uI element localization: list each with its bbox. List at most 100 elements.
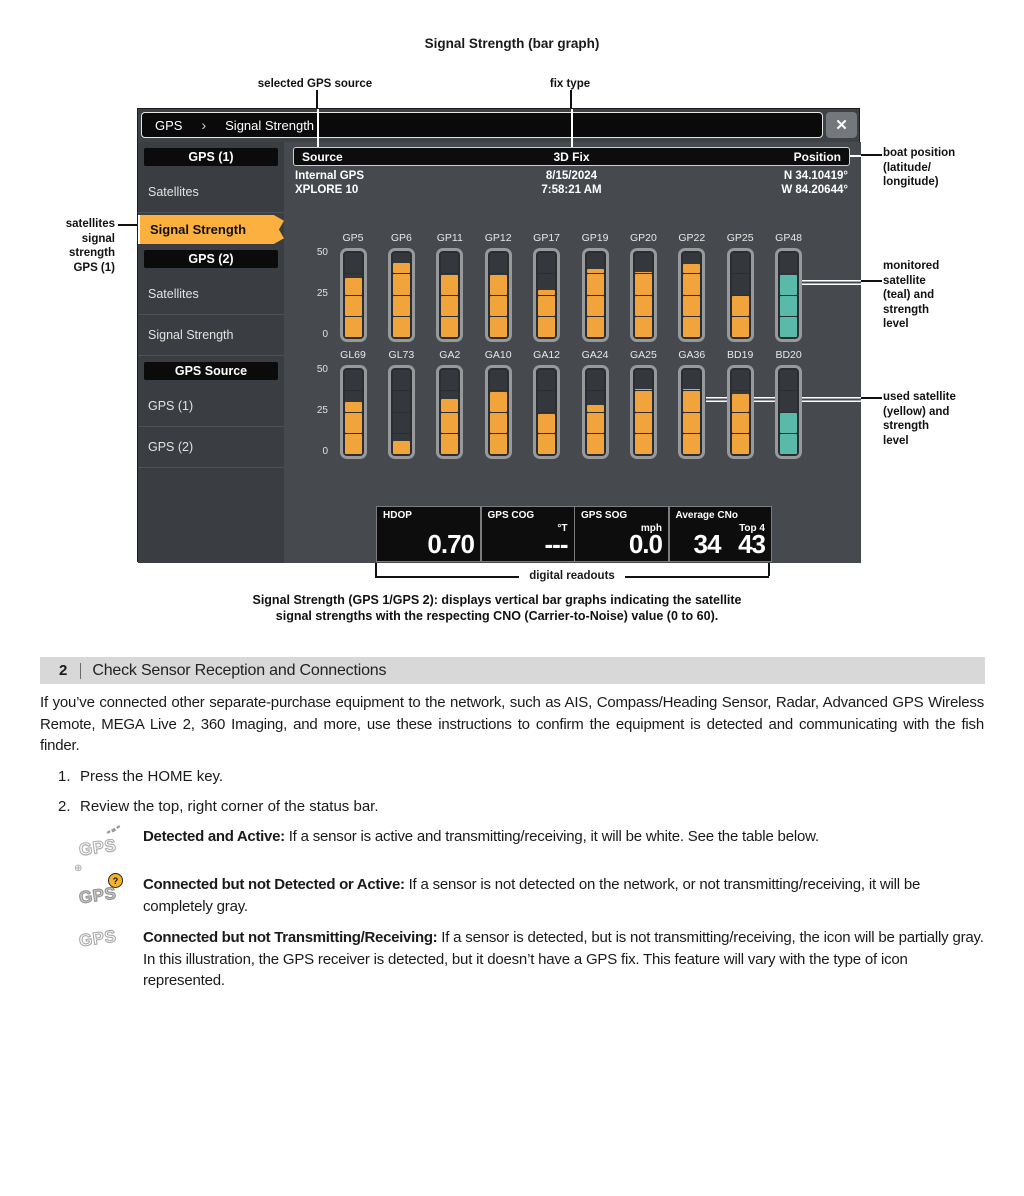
readout-unit: °T: [557, 523, 568, 534]
figure-caption: Signal Strength (GPS 1/GPS 2): displays …: [252, 593, 742, 623]
callout-line: [861, 154, 882, 156]
signal-bar: [436, 248, 464, 342]
satellite-label: GP17: [533, 232, 561, 244]
sidebar-item-satellites[interactable]: Satellites: [138, 172, 284, 213]
gps-icon-text: GPS: [77, 835, 118, 860]
readout-average-value: 34: [693, 529, 722, 559]
axis-tick-0: 0: [322, 446, 328, 457]
step-1: 1. Press the HOME key.: [58, 768, 958, 785]
sidebar-item-signal-strength[interactable]: Signal Strength: [138, 215, 284, 244]
figure-title: Signal Strength (bar graph): [424, 36, 600, 51]
sensor-state-label: Connected but not Detected or Active:: [143, 876, 405, 893]
readout-label: GPS COG: [487, 510, 535, 521]
satellite-label: GP11: [436, 232, 463, 244]
sidebar-item-signal-strength[interactable]: Signal Strength: [138, 315, 284, 356]
section-heading: 2 Check Sensor Reception and Connections: [40, 657, 985, 684]
satellite-label: GA12: [533, 349, 561, 361]
position-value: N 34.10419°W 84.20644°: [781, 170, 848, 196]
gps-not-detected-icon: GPS ?: [75, 873, 125, 918]
gps-not-transmitting-icon: GPS: [75, 926, 125, 971]
breadcrumb-current: Signal Strength: [225, 117, 315, 133]
readout-label: Average CNo: [675, 510, 738, 521]
satellite-label: BD19: [727, 349, 754, 361]
satellite-label: GA10: [484, 349, 512, 361]
callout-line: [850, 155, 861, 157]
close-button[interactable]: ✕: [826, 112, 857, 138]
sidebar-item-gps-2[interactable]: GPS (2): [138, 427, 284, 468]
callout-fix-type: fix type: [549, 78, 591, 90]
satellite-bar-ga36: GA36: [677, 349, 707, 459]
sidebar-section-gps-source: GPS Source: [144, 362, 278, 380]
fishfinder-screenshot: GPS › Signal Strength ✕ GPS (1) Satellite…: [137, 108, 861, 563]
step-text: Review the top, right corner of the stat…: [80, 798, 379, 815]
satellite-bar-gp48: GP48: [774, 232, 804, 342]
fix-type-label: 3D Fix: [553, 149, 590, 164]
close-icon: ✕: [835, 117, 848, 134]
satellite-bar-gp17: GP17: [532, 232, 562, 342]
intro-paragraph: If you’ve connected other separate-purch…: [40, 694, 984, 754]
axis-tick-50: 50: [316, 247, 328, 258]
satellite-bar-bd19: BD19: [725, 349, 755, 459]
satellite-bar-gp25: GP25: [725, 232, 755, 342]
readout-value: 0.70: [427, 529, 475, 559]
signal-bar: [678, 248, 706, 342]
callout-line: [861, 280, 882, 282]
sidebar-item-satellites[interactable]: Satellites: [138, 274, 284, 315]
satellite-bar-gp6: GP6: [386, 232, 416, 342]
divider: [80, 662, 82, 679]
sidebar-item-gps-1[interactable]: GPS (1): [138, 386, 284, 427]
signal-bar: [436, 365, 464, 459]
step-text: Press the HOME key.: [80, 768, 224, 785]
gps-icon-text: GPS: [77, 926, 118, 951]
signal-bar: [678, 365, 706, 459]
bracket-line: [375, 563, 377, 576]
satellite-label: GA24: [581, 349, 609, 361]
satellite-bar-ga24: GA24: [580, 349, 610, 459]
satellite-icon: [106, 824, 121, 842]
satellite-label: GP22: [678, 232, 706, 244]
satellite-bar-gp19: GP19: [580, 232, 610, 342]
sensor-state-label: Connected but not Transmitting/Receiving…: [143, 929, 438, 946]
breadcrumb[interactable]: GPS › Signal Strength: [141, 112, 823, 138]
satellite-bar-gp11: GP11: [435, 232, 465, 342]
callout-boat-position: boat position(latitude/longitude): [883, 147, 956, 188]
step-2: 2. Review the top, right corner of the s…: [58, 798, 958, 815]
readout-label: HDOP: [383, 510, 412, 521]
signal-bar: [387, 248, 415, 342]
satellite-bar-ga12: GA12: [532, 349, 562, 459]
readout-average-cno: Average CNo Top 4 34 43: [669, 507, 771, 561]
satellite-label: GP25: [726, 232, 754, 244]
sensor-state-not-transmitting: GPS Connected but not Transmitting/Recei…: [75, 926, 984, 992]
satellite-bar-gl69: GL69: [338, 349, 368, 459]
satellite-label: GP12: [484, 232, 512, 244]
callout-line-monitored: [802, 280, 861, 285]
satellite-bar-gp5: GP5: [338, 232, 368, 342]
step-number: 1.: [58, 768, 71, 785]
satellite-label: GP20: [629, 232, 657, 244]
breadcrumb-root[interactable]: GPS: [155, 117, 183, 133]
satellite-bar-ga2: GA2: [435, 349, 465, 459]
section-title: Check Sensor Reception and Connections: [92, 661, 387, 679]
axis-tick-25: 25: [316, 405, 328, 416]
crosshair-icon: ⊕: [74, 863, 83, 874]
satellite-label: GP5: [342, 232, 364, 244]
signal-bar: [581, 365, 609, 459]
bracket-line: [768, 563, 770, 576]
question-badge-icon: ?: [108, 873, 123, 888]
signal-bar: [726, 365, 754, 459]
callout-digital-readouts: digital readouts: [375, 570, 769, 582]
steps-list: 1. Press the HOME key. 2. Review the top…: [58, 768, 958, 828]
digital-readouts: HDOP 0.70 GPS COG °T --- GPS SOG mph 0.0…: [376, 506, 772, 562]
readout-unit: mph: [640, 523, 662, 534]
sensor-state-text: Connected but not Detected or Active:If …: [143, 876, 921, 915]
satellite-label: GP19: [581, 232, 609, 244]
satellite-label: GL73: [388, 349, 415, 361]
satellite-bar-ga25: GA25: [628, 349, 658, 459]
satellite-label: GA2: [439, 349, 461, 361]
